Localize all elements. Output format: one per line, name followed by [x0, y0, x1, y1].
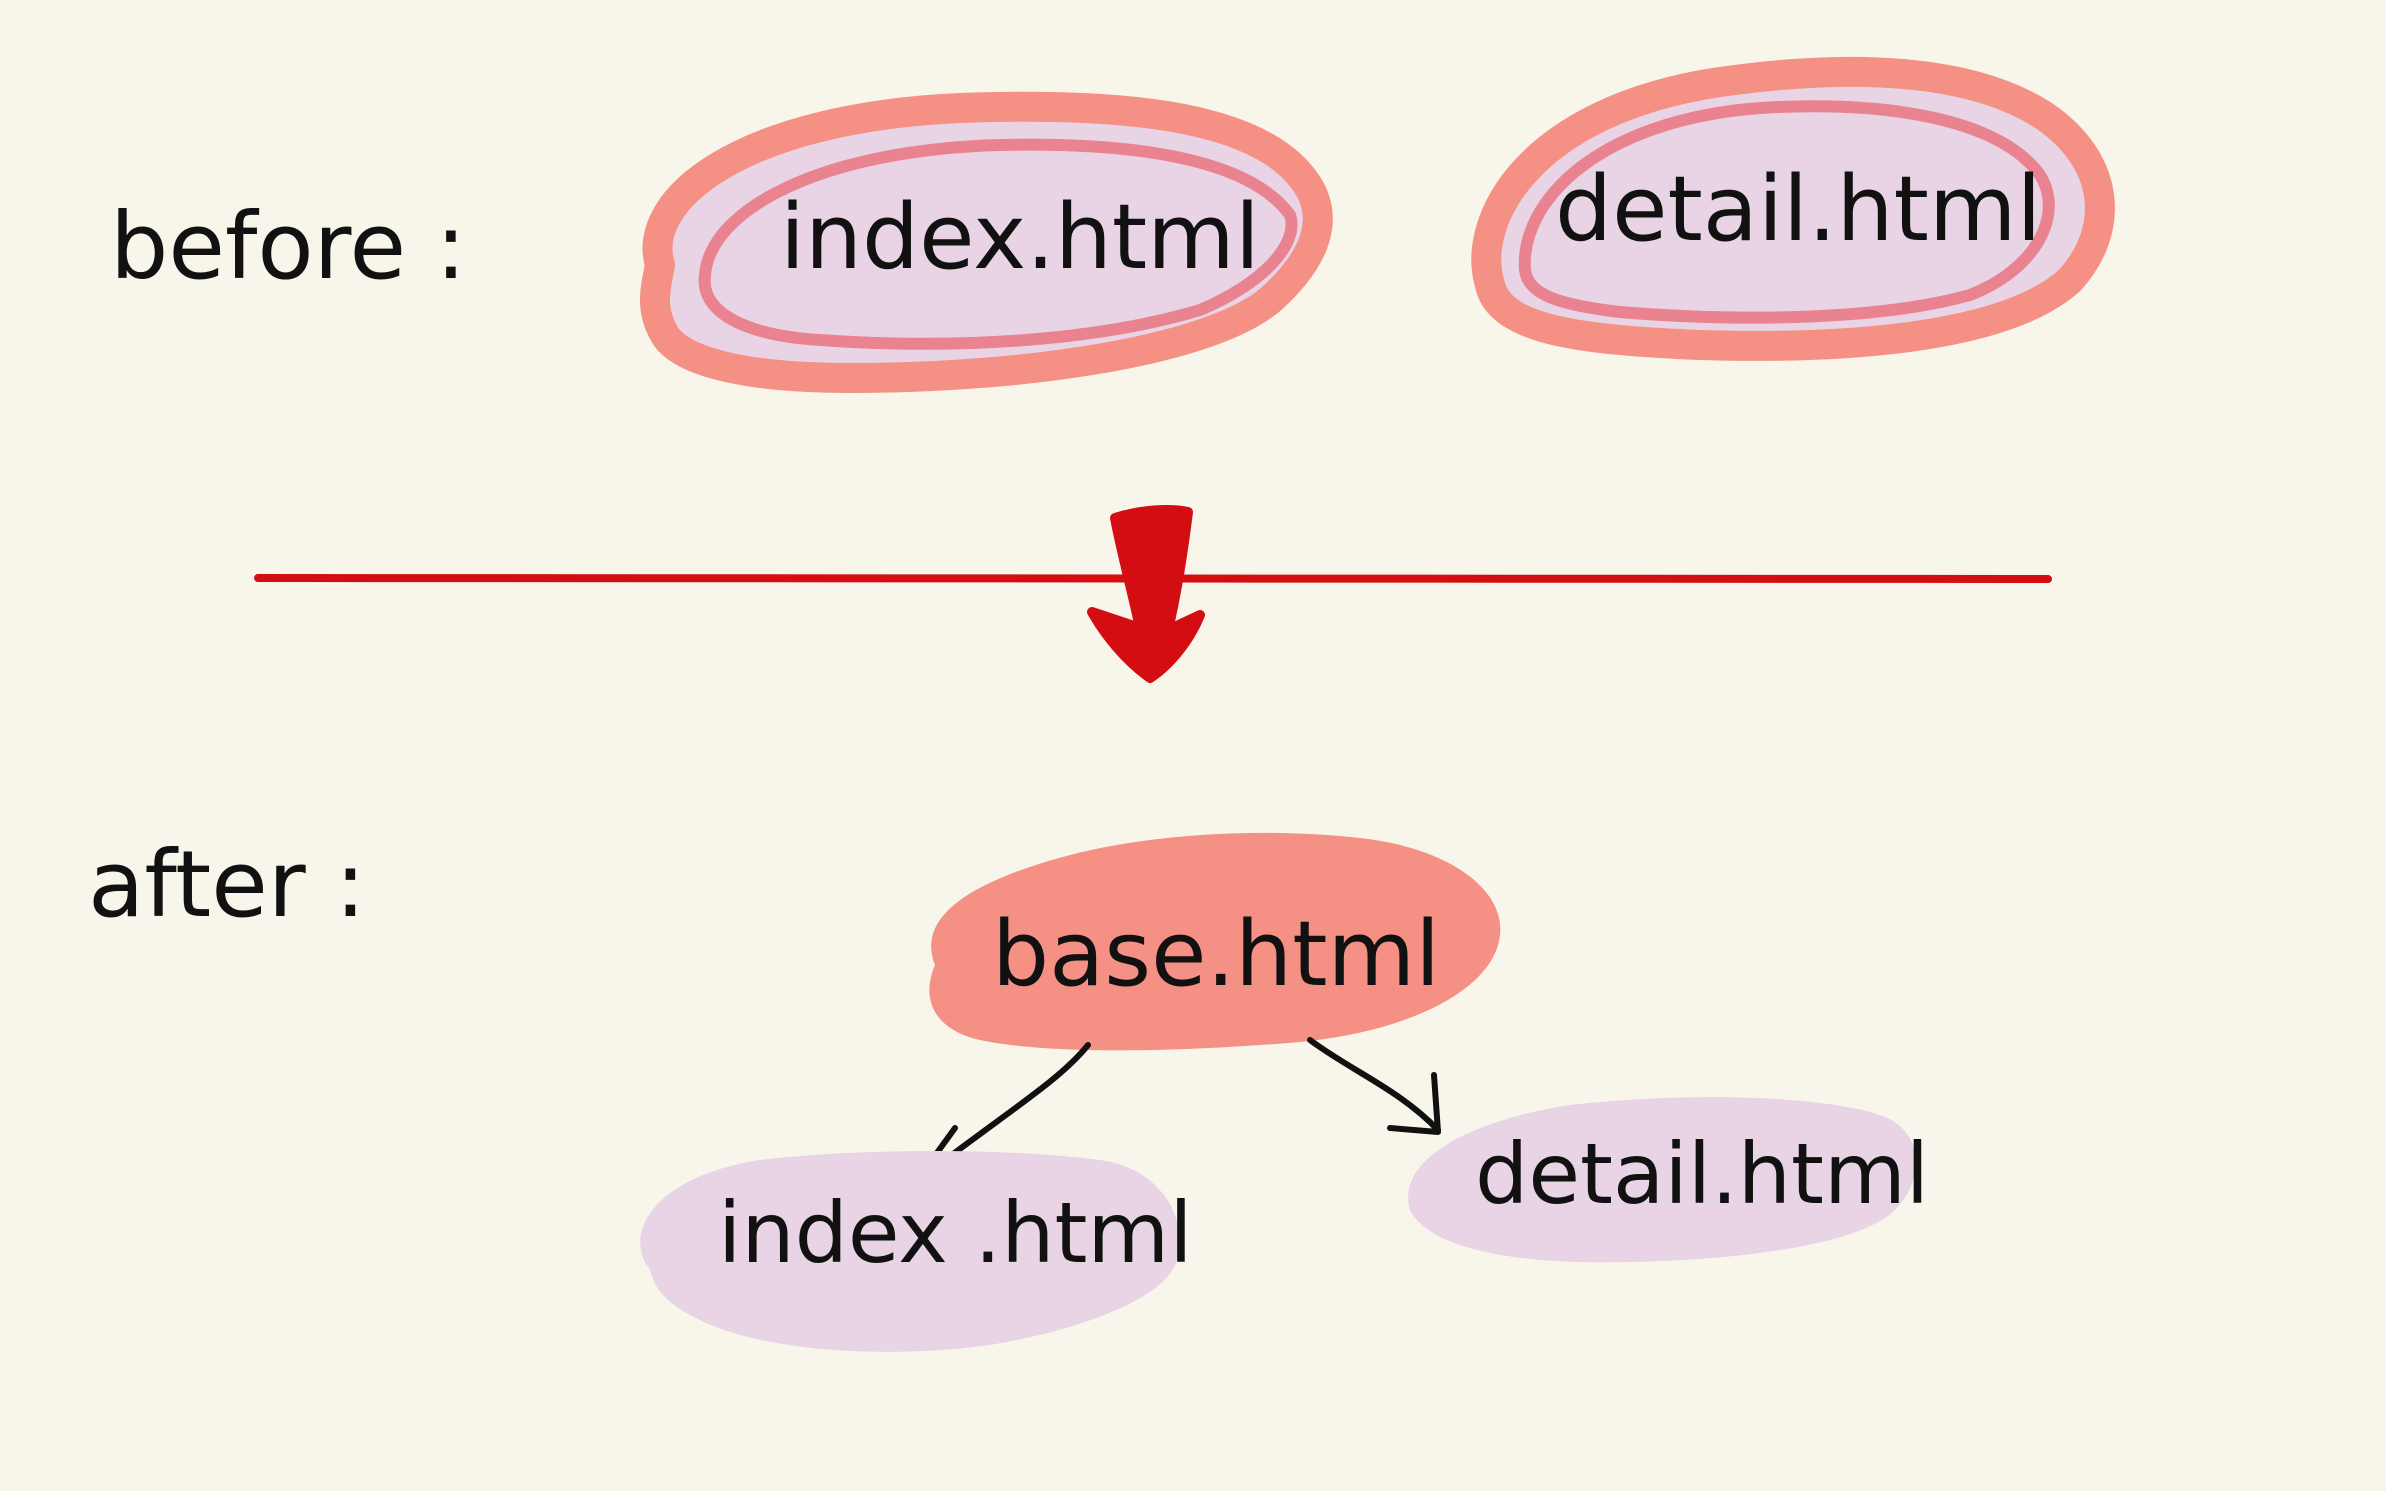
after-index-label: index .html — [718, 1184, 1193, 1282]
before-label: before : — [110, 193, 466, 300]
after-base-label: base.html — [992, 902, 1440, 1007]
arrow-to-detail-icon — [1307, 1037, 1441, 1135]
after-detail-label: detail.html — [1475, 1125, 1929, 1223]
after-base-node: base.html — [929, 832, 1501, 1051]
after-detail-blob — [1408, 1097, 1916, 1263]
before-detail-node: detail.html — [1471, 56, 2115, 361]
down-arrow-icon — [1087, 505, 1205, 683]
before-index-inner-ring — [698, 138, 1298, 350]
before-index-label: index.html — [780, 185, 1260, 290]
after-index-blob — [640, 1151, 1180, 1352]
after-detail-node: detail.html — [1408, 1097, 1929, 1263]
after-label: after : — [88, 831, 366, 938]
before-index-node: index.html — [640, 91, 1333, 393]
after-base-blob — [929, 832, 1501, 1051]
before-detail-label: detail.html — [1555, 157, 2042, 262]
before-detail-inner-ring — [1518, 100, 2055, 324]
after-index-node: index .html — [640, 1151, 1193, 1352]
